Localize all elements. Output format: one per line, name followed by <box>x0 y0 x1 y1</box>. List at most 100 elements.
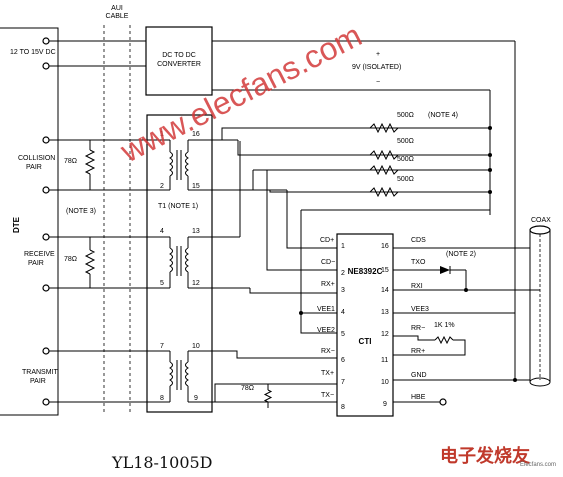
pin-label-vee1: VEE1 <box>317 306 335 313</box>
tpin-5: 5 <box>160 280 164 287</box>
pin-label-txo: TXO <box>411 259 426 266</box>
pin-num-15: 15 <box>381 267 389 274</box>
coax-label: COAX <box>531 217 551 224</box>
transformer-transmit <box>169 360 189 390</box>
pin-num-13: 13 <box>381 309 389 316</box>
transformer-collision <box>169 150 189 180</box>
pin-num-5: 5 <box>341 331 345 338</box>
dte-label: DTE <box>12 216 21 233</box>
pin-label-txp: TX+ <box>321 370 334 377</box>
pin-num-6: 6 <box>341 357 345 364</box>
aui-cable: AUI CABLE <box>103 5 131 415</box>
pin-num-11: 11 <box>381 357 388 364</box>
tpin-4: 4 <box>160 228 164 235</box>
tpin-8: 8 <box>160 395 164 402</box>
dte-box: DTE <box>0 27 59 416</box>
minus-sign: − <box>376 79 380 86</box>
isolated-label: 9V (ISOLATED) <box>352 64 401 71</box>
aui-label: AUI <box>111 5 123 12</box>
supply-terminal-minus <box>42 62 50 70</box>
r1k-label: 1K 1% <box>434 322 455 329</box>
wiring: 78Ω 500Ω (NOTE 4) 500Ω 500Ω 500Ω 1K 1% <box>187 112 540 408</box>
chip-ne8392c: NE8392C CTI 1 CD+ 2 CD− 3 RX+ 4 VEE1 5 V… <box>317 233 429 417</box>
pin-num-16: 16 <box>381 243 389 250</box>
converter-line2: CONVERTER <box>157 61 201 68</box>
pin-num-4: 4 <box>341 309 345 316</box>
chip-name: NE8392C <box>348 267 383 276</box>
note4-label: (NOTE 4) <box>428 112 458 119</box>
r78-receive: 78Ω <box>64 256 77 263</box>
pin-num-3: 3 <box>341 287 345 294</box>
r78-collision: 78Ω <box>64 158 77 165</box>
resistor-500-4 <box>369 186 399 198</box>
transmit-label-2: PAIR <box>30 378 46 385</box>
r78-transmit: 78Ω <box>241 385 254 392</box>
resistor-500-1 <box>369 122 399 134</box>
pin-label-rrm: RR− <box>411 325 425 332</box>
diode-txo <box>440 266 450 274</box>
chip-sub: CTI <box>359 337 372 346</box>
r500-label-4: 500Ω <box>397 176 414 183</box>
collision-label-1: COLLISION <box>18 155 55 162</box>
pin-num-7: 7 <box>341 379 345 386</box>
transformer-pins: 1 16 2 15 4 13 5 12 7 10 8 9 <box>160 131 200 402</box>
r500-label-3: 500Ω <box>397 156 414 163</box>
pin-num-8: 8 <box>341 404 345 411</box>
transmit-pair: TRANSMIT PAIR <box>22 347 171 406</box>
collision-pair: COLLISION PAIR 78Ω (NOTE 3) <box>18 136 171 215</box>
dc-dc-converter: DC TO DC CONVERTER <box>145 26 213 96</box>
pin-label-rxi: RXI <box>411 283 423 290</box>
tpin-15: 15 <box>192 183 200 190</box>
pin-label-cds: CDS <box>411 237 426 244</box>
supply-terminal-plus <box>42 37 50 45</box>
pin-label-cdp: CD+ <box>320 237 334 244</box>
pin-label-gnd: GND <box>411 372 427 379</box>
pin-num-10: 10 <box>381 379 389 386</box>
transmit-label-1: TRANSMIT <box>22 369 59 376</box>
pin-num-14: 14 <box>381 287 389 294</box>
pin-num-2: 2 <box>341 270 345 277</box>
tpin-9: 9 <box>194 395 198 402</box>
logo-text: 电子发烧友 <box>440 445 530 467</box>
pin-label-cdm: CD− <box>321 259 335 266</box>
cable-label: CABLE <box>106 13 129 20</box>
pin-num-12: 12 <box>381 331 389 338</box>
pin-label-vee2: VEE2 <box>317 327 335 334</box>
receive-label-1: RECEIVE <box>24 251 55 258</box>
note2-label: (NOTE 2) <box>446 251 476 258</box>
supply-label: 12 TO 15V DC <box>10 49 56 56</box>
figure-caption: YL18-1005D <box>111 453 213 472</box>
tpin-10: 10 <box>192 343 200 350</box>
r500-label-2: 500Ω <box>397 138 414 145</box>
transformer-receive <box>169 246 189 276</box>
resistor-500-2 <box>369 149 399 161</box>
pin-label-rxp: RX+ <box>321 281 335 288</box>
tpin-16: 16 <box>192 131 200 138</box>
elecfans-logo: 电子发烧友 Elecfans.com <box>440 445 556 468</box>
pin-label-vee3: VEE3 <box>411 306 429 313</box>
pin-num-1: 1 <box>341 243 345 250</box>
tpin-1: 1 <box>160 131 164 138</box>
receive-pair: RECEIVE PAIR 78Ω <box>24 233 171 292</box>
logo-subtext: Elecfans.com <box>520 462 556 468</box>
pin-label-rrp: RR+ <box>411 348 425 355</box>
plus-sign: + <box>376 51 380 58</box>
transformer-housing <box>146 114 213 413</box>
tpin-7: 7 <box>160 343 164 350</box>
tpin-13: 13 <box>192 228 200 235</box>
tpin-12: 12 <box>192 280 200 287</box>
resistor-500-3 <box>369 164 399 176</box>
pin-label-txm: TX− <box>321 392 334 399</box>
r500-label-1: 500Ω <box>397 112 414 119</box>
pin-label-hbe: HBE <box>411 394 426 401</box>
pin-num-9: 9 <box>383 401 387 408</box>
coax-cable: COAX <box>529 217 551 387</box>
collision-label-2: PAIR <box>26 164 42 171</box>
tpin-2: 2 <box>160 183 164 190</box>
converter-line1: DC TO DC <box>162 52 196 59</box>
pin-label-rxm: RX− <box>321 348 335 355</box>
t1-label: T1 (NOTE 1) <box>158 203 198 210</box>
receive-label-2: PAIR <box>28 260 44 267</box>
note3-label: (NOTE 3) <box>66 208 96 215</box>
